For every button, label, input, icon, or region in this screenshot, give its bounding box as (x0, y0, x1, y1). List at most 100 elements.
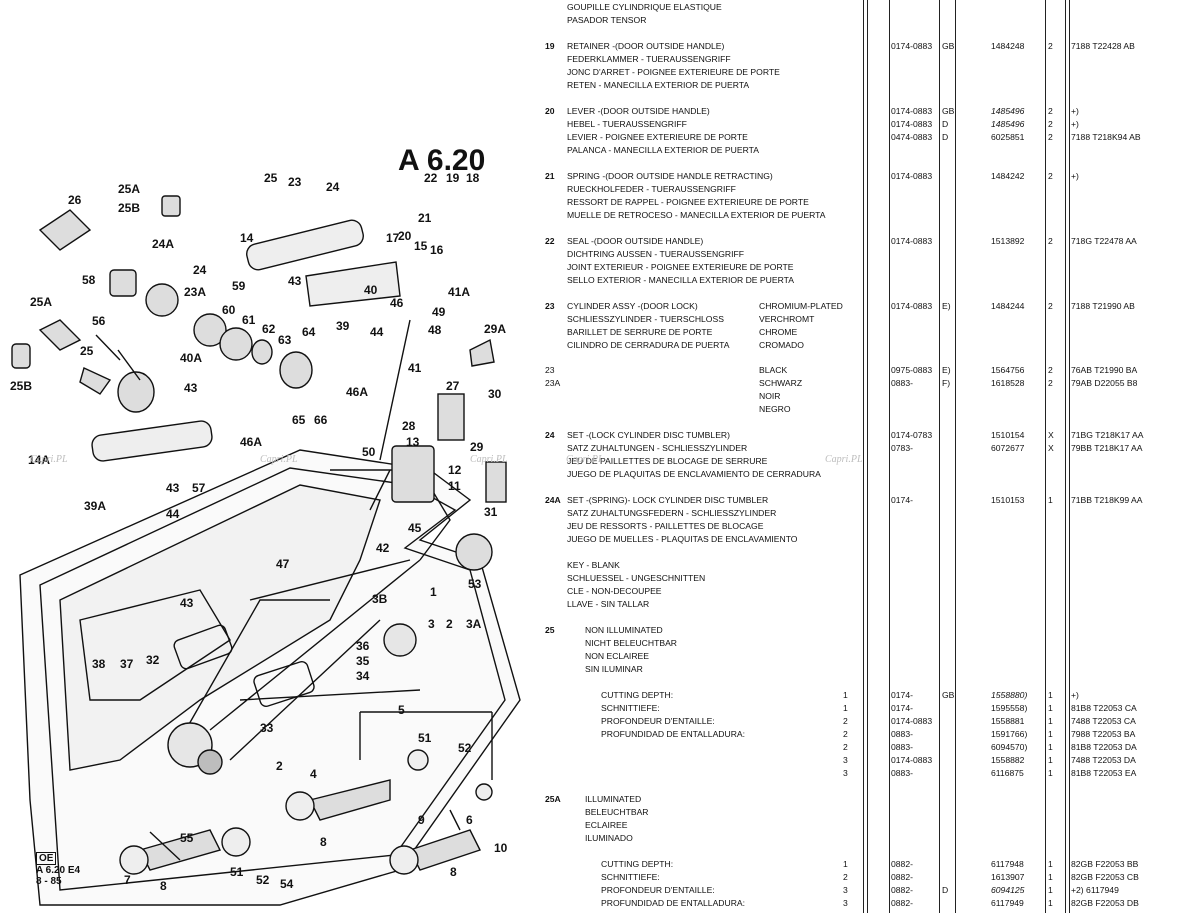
table-cell: 19 (545, 41, 555, 51)
table-cell: 71BG T218K17 AA (1071, 430, 1144, 440)
callout-28: 28 (402, 419, 416, 433)
callout-23: 23 (288, 175, 302, 189)
callout-41: 41 (408, 361, 422, 375)
callout-62: 62 (262, 322, 276, 336)
table-cell: 1 (1048, 859, 1053, 869)
table-cell: RETAINER -(DOOR OUTSIDE HANDLE) (567, 41, 725, 51)
table-cell: FEDERKLAMMER - TUERAUSSENGRIFF (567, 54, 731, 64)
table-cell: F) (942, 378, 951, 388)
callout-10: 10 (494, 841, 508, 855)
table-cell: 2 (843, 716, 848, 726)
watermark: Capri.PL (825, 454, 863, 465)
table-cell: CUTTING DEPTH: (601, 859, 674, 869)
callout-43: 43 (180, 596, 194, 610)
stamp-line1: A 6.20 E4 (36, 865, 81, 876)
table-cell: HEBEL - TUERAUSSENGRIFF (567, 119, 687, 129)
table-cell: +) (1071, 690, 1079, 700)
table-cell: BLACK (759, 365, 788, 375)
table-cell: RUECKHOLFEDER - TUERAUSSENGRIFF (567, 184, 736, 194)
callout-25: 25 (264, 171, 278, 185)
callout-48: 48 (428, 323, 442, 337)
table-cell: 718G T22478 AA (1071, 236, 1137, 246)
table-cell: GB (942, 41, 955, 51)
callout-19: 19 (446, 171, 460, 185)
table-cell: 2 (843, 742, 848, 752)
column-divider (955, 0, 956, 913)
table-cell: NON ILLUMINATED (585, 625, 663, 635)
table-cell: 0882- (891, 872, 913, 882)
table-cell: SELLO EXTERIOR - MANECILLA EXTERIOR DE P… (567, 275, 794, 285)
table-cell: 3 (843, 768, 848, 778)
callout-50: 50 (362, 445, 376, 459)
table-cell: 6116875 (991, 768, 1024, 778)
callout-6: 6 (466, 813, 473, 827)
watermark: Capri.PL (470, 454, 508, 465)
table-cell: SCHNITTIEFE: (601, 703, 660, 713)
callout-18: 18 (466, 171, 480, 185)
table-cell: SET -(LOCK CYLINDER DISC TUMBLER) (567, 430, 730, 440)
callout-17: 17 (386, 231, 400, 245)
column-divider (939, 0, 940, 913)
table-cell: GB (942, 106, 955, 116)
table-cell: 1564756 (991, 365, 1025, 375)
table-cell: 7988 T22053 BA (1071, 729, 1136, 739)
table-cell: 1558882 (991, 755, 1025, 765)
table-cell: 1510153 (991, 495, 1025, 505)
table-cell: 6072677 (991, 443, 1025, 453)
table-cell: 0174-0783 (891, 430, 933, 440)
column-divider (867, 0, 868, 913)
callout-44: 44 (370, 325, 384, 339)
callout-24: 24 (326, 180, 340, 194)
callout-36: 36 (356, 639, 370, 653)
watermark: Capri.PL (30, 454, 68, 465)
callout-53: 53 (468, 577, 482, 591)
table-cell: RETEN - MANECILLA EXTERIOR DE PUERTA (567, 80, 750, 90)
table-cell: 1 (1048, 755, 1053, 765)
table-cell: X (1048, 443, 1054, 453)
table-cell: 2 (843, 872, 848, 882)
table-cell: LEVER -(DOOR OUTSIDE HANDLE) (567, 106, 710, 116)
table-cell: +2) 6117949 (1071, 885, 1119, 895)
table-cell: SCHNITTIEFE: (601, 872, 660, 882)
table-cell: 2 (1048, 365, 1053, 375)
table-cell: +) (1071, 171, 1079, 181)
callout-43: 43 (184, 381, 198, 395)
table-cell: MUELLE DE RETROCESO - MANECILLA EXTERIOR… (567, 210, 826, 220)
table-cell: 1 (1048, 742, 1053, 752)
callout-49: 49 (432, 305, 446, 319)
diagram-stamp: OE A 6.20 E4 8 - 85 (36, 852, 80, 887)
table-cell: 82GB F22053 DB (1071, 898, 1139, 908)
table-cell: 1513892 (991, 236, 1025, 246)
table-cell: 1591766) (991, 729, 1028, 739)
callout-8: 8 (320, 835, 327, 849)
table-cell: 1 (843, 859, 848, 869)
callout-43: 43 (288, 274, 302, 288)
callout-2: 2 (276, 759, 283, 773)
table-cell: GB (942, 690, 955, 700)
table-cell: 1 (1048, 872, 1053, 882)
table-cell: 3 (843, 885, 848, 895)
table-cell: 79AB D22055 B8 (1071, 378, 1138, 388)
table-cell: NEGRO (759, 404, 791, 414)
callout-1: 1 (430, 585, 437, 599)
callout-22: 22 (424, 171, 438, 185)
table-cell: 79BB T218K17 AA (1071, 443, 1143, 453)
table-cell: 24 (545, 430, 555, 440)
table-cell: 2 (1048, 171, 1053, 181)
callout-21: 21 (418, 211, 432, 225)
table-cell: BARILLET DE SERRURE DE PORTE (567, 327, 713, 337)
table-cell: 2 (843, 729, 848, 739)
column-divider (863, 0, 864, 913)
table-cell: CYLINDER ASSY -(DOOR LOCK) (567, 301, 698, 311)
table-cell: SEAL -(DOOR OUTSIDE HANDLE) (567, 236, 704, 246)
table-cell: 0783- (891, 443, 913, 453)
page-title: A 6.20 (398, 144, 485, 177)
table-cell: GOUPILLE CYLINDRIQUE ELASTIQUE (567, 2, 722, 12)
table-cell: 7188 T22428 AB (1071, 41, 1135, 51)
table-cell: 1595558) (991, 703, 1028, 713)
table-cell: SATZ ZUHALTUNGEN - SCHLIESSZYLINDER (567, 443, 748, 453)
table-cell: 24A (545, 495, 561, 505)
